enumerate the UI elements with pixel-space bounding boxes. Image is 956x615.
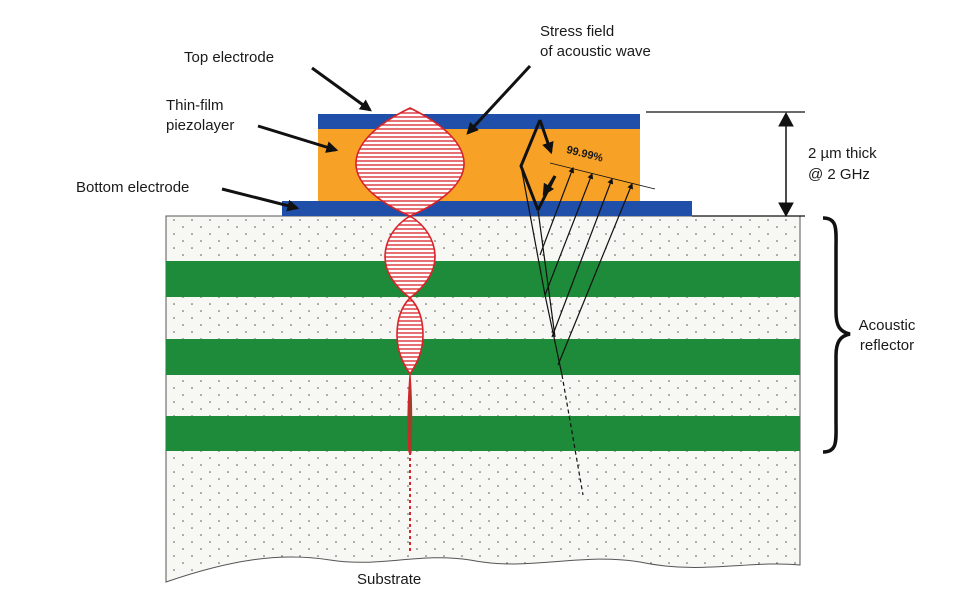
bottom-electrode-pointer: [221, 187, 300, 212]
reflector-label-line2: reflector: [859, 337, 915, 354]
stress-field-pointer: [466, 64, 532, 135]
reflector-layer-1: [166, 261, 800, 297]
thickness-dimension: [646, 111, 805, 218]
stress-field-label-line1: Stress field: [540, 23, 615, 40]
stress-field-label-line2: of acoustic wave: [540, 43, 651, 60]
stress-field-wave: [355, 107, 465, 552]
top-electrode-label: Top electrode: [184, 49, 275, 66]
piezolayer-label-line2: piezolayer: [166, 117, 235, 134]
thickness-label-line2: @ 2 GHz: [808, 166, 870, 183]
piezolayer-pointer: [257, 124, 339, 153]
reflector-brace: [822, 216, 851, 454]
piezolayer-label-line1: Thin-film: [166, 97, 224, 114]
bottom-electrode: [282, 201, 692, 216]
reflector-layer-3: [166, 416, 800, 451]
reflection-rays: [519, 119, 656, 496]
substrate-label: Substrate: [357, 571, 422, 588]
reflector-layer-2: [166, 339, 800, 375]
reflector-label-line1: Acoustic: [858, 317, 916, 334]
bottom-electrode-label: Bottom electrode: [76, 179, 190, 196]
top-electrode-pointer: [311, 66, 372, 112]
label-pointers: [221, 64, 532, 212]
thickness-label-line1: 2 µm thick: [808, 145, 877, 162]
